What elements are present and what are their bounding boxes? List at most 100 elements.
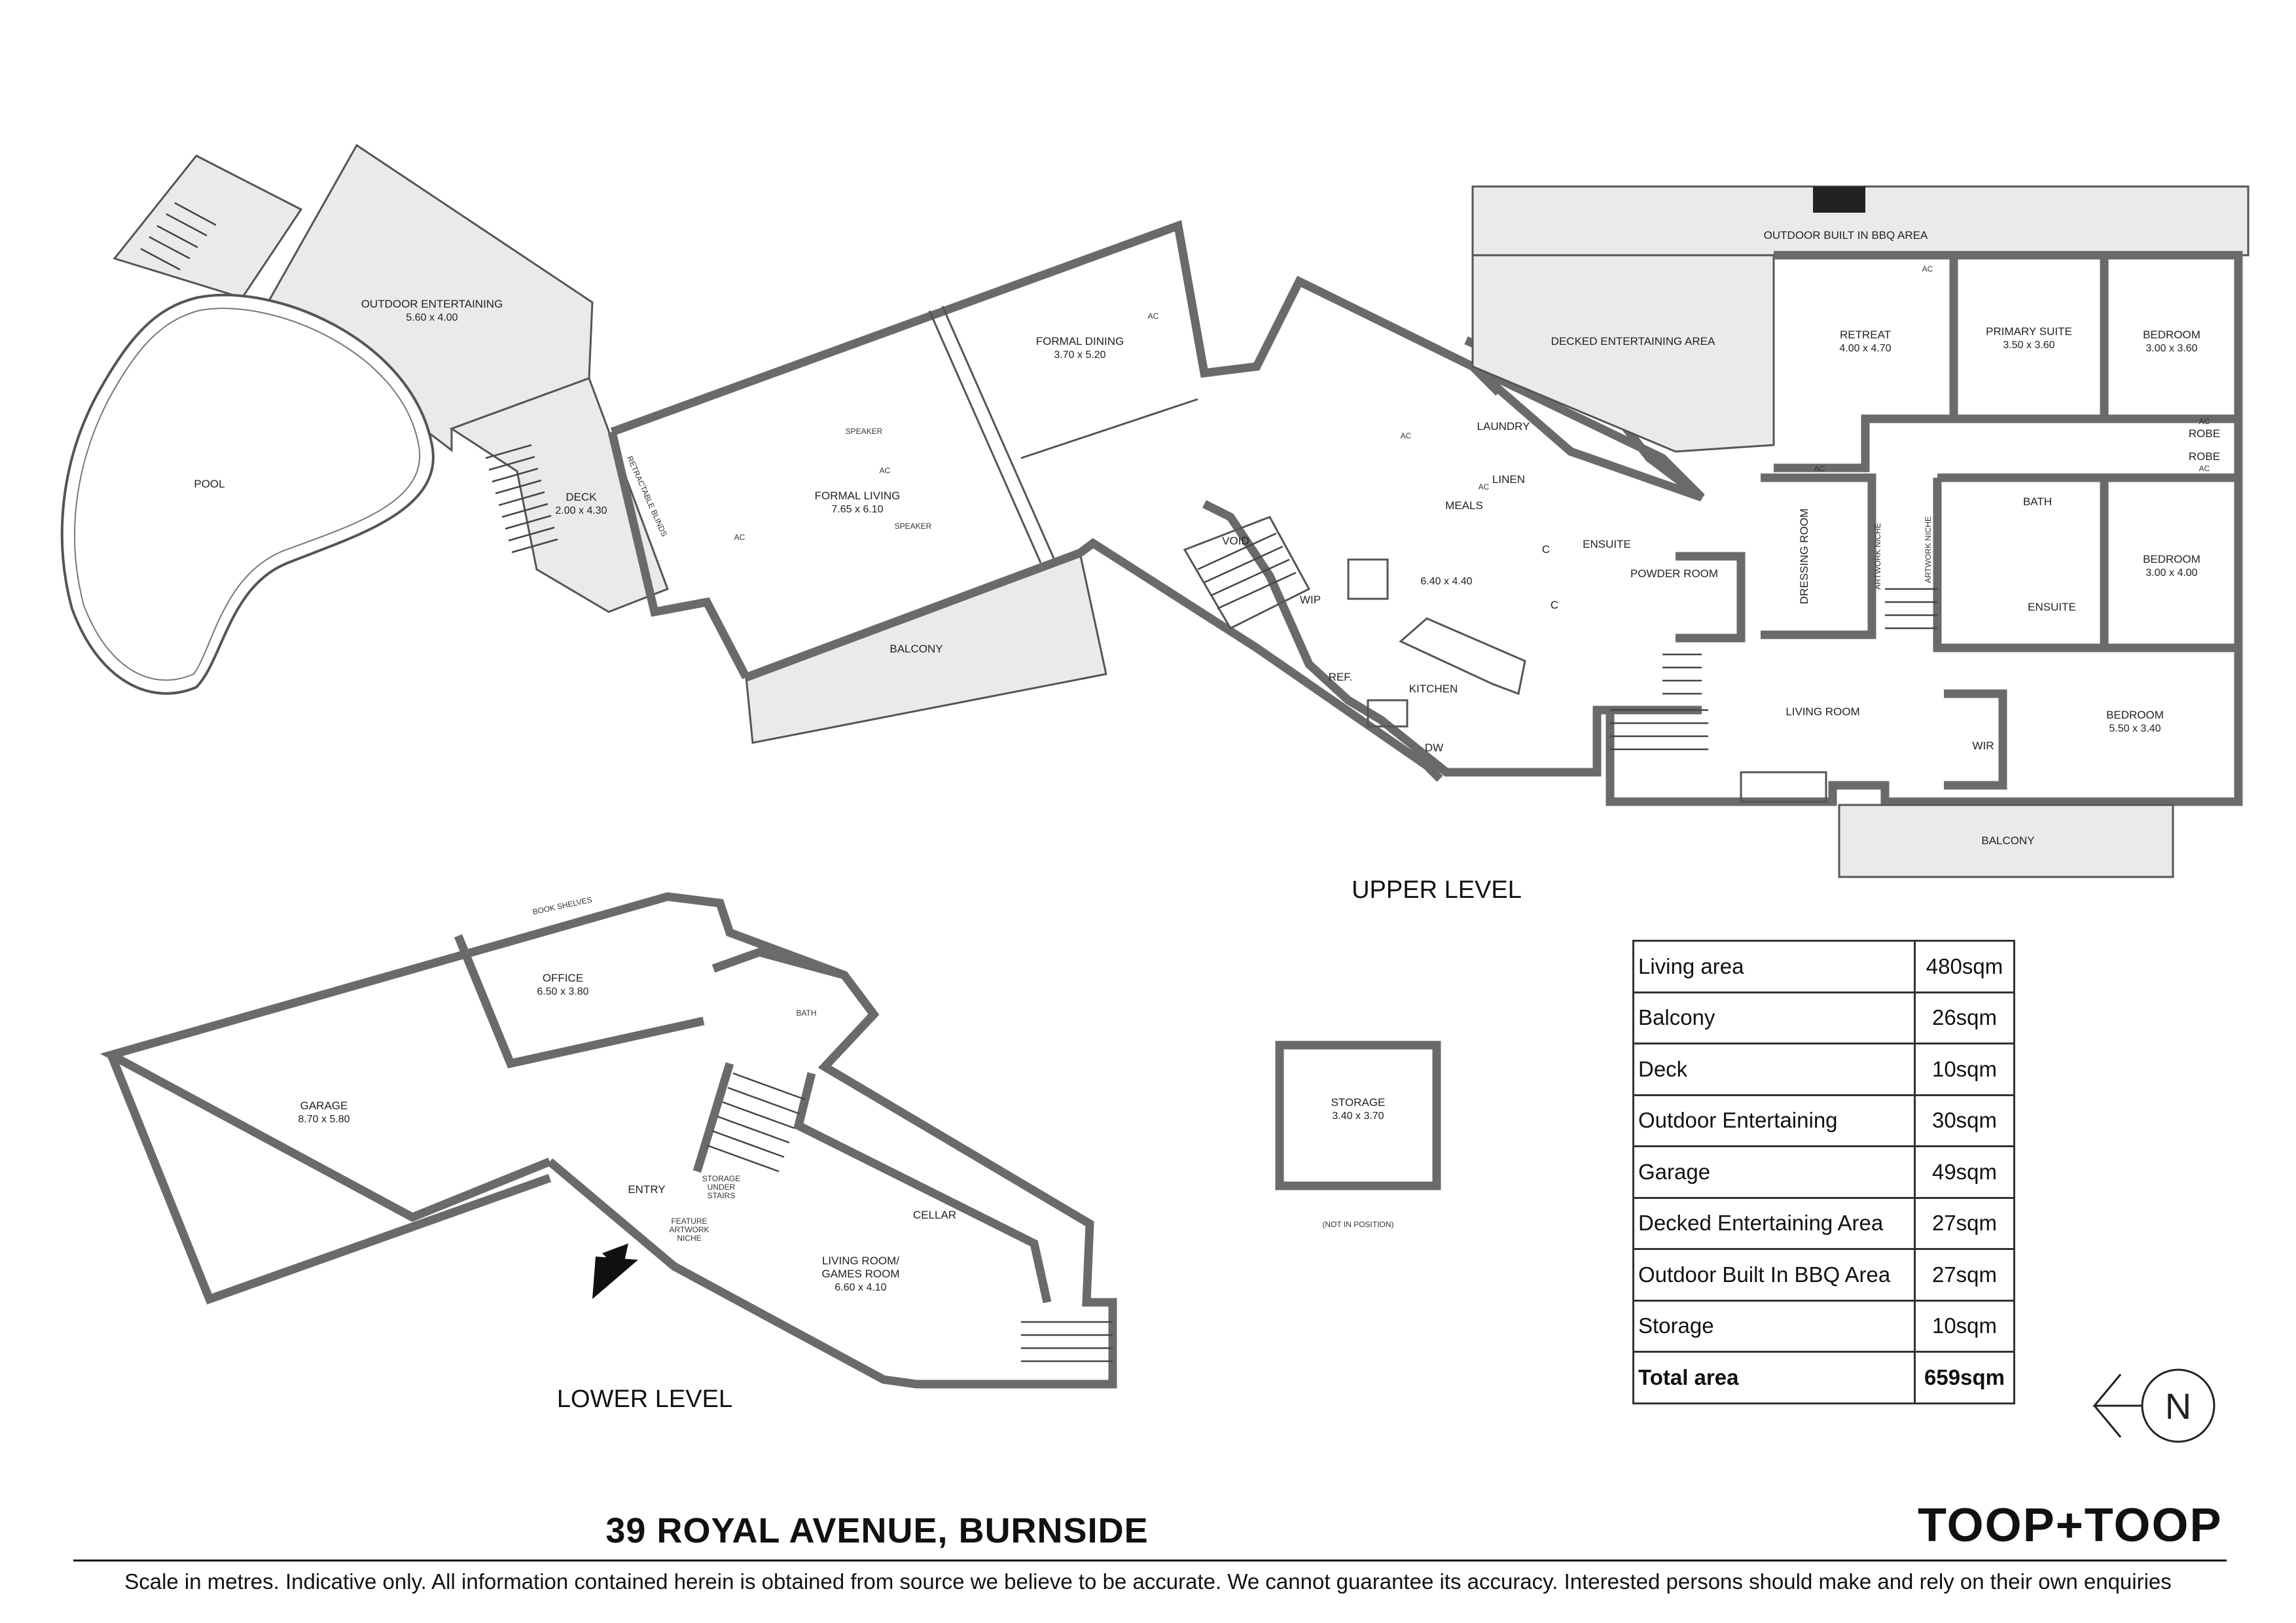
primary-suite-label: PRIMARY SUITE: [1986, 325, 2072, 338]
wir-label: WIR: [1972, 740, 1994, 752]
formal-dining-divider-2: [941, 306, 1055, 559]
dw-label: DW: [1425, 741, 1443, 754]
storage-walls: [1275, 1041, 1441, 1190]
deck-dims: 2.00 x 4.30: [555, 505, 607, 516]
living-games-label-2: GAMES ROOM: [821, 1268, 899, 1280]
area-name: Decked Entertaining Area: [1632, 1196, 1916, 1250]
bedroom-2-dims: 3.00 x 4.00: [2145, 567, 2197, 579]
cellar-label: CELLAR: [913, 1209, 956, 1221]
office-dims: 6.50 x 3.80: [537, 986, 588, 997]
pool-stairs: [140, 202, 217, 271]
area-value: 30sqm: [1914, 1094, 2015, 1147]
lower-bath-label: BATH: [796, 1008, 816, 1018]
area-value: 10sqm: [1914, 1043, 2015, 1096]
robe-1-label: ROBE: [2189, 427, 2220, 440]
area-value: 26sqm: [1914, 991, 2015, 1044]
deck-label: DECK: [565, 491, 597, 503]
balcony-left-label: BALCONY: [889, 643, 942, 655]
area-value: 480sqm: [1914, 940, 2015, 993]
living-room-label: LIVING ROOM: [1785, 705, 1859, 718]
cooktop-icon: [1347, 558, 1389, 600]
linen-label: LINEN: [1492, 473, 1525, 486]
formal-dining-dims: 3.70 x 5.20: [1054, 349, 1105, 361]
outdoor-entertaining-label: OUTDOOR ENTERTAINING: [361, 298, 503, 310]
office-walls: [454, 934, 705, 1069]
void-stairs: [1197, 532, 1297, 610]
speaker-label-2: SPEAKER: [895, 522, 932, 531]
formal-living-label: FORMAL LIVING: [815, 490, 901, 502]
hall-wall: [1774, 414, 2238, 473]
garage-label: GARAGE: [300, 1099, 348, 1112]
area-name: Deck: [1632, 1043, 1916, 1096]
bbq-icon: [1813, 187, 1865, 213]
ensuite-left-label: ENSUITE: [1583, 538, 1631, 550]
formal-living-dims: 7.65 x 6.10: [831, 504, 883, 515]
artwork-niche-label-2: ARTWORK NICHE: [1924, 516, 1933, 583]
bath-ensuite-wall: [1933, 473, 2109, 652]
retreat-label: RETREAT: [1840, 329, 1891, 341]
retreat-dims: 4.00 x 4.70: [1839, 343, 1891, 354]
formal-dining-divider: [928, 310, 1042, 563]
footer-rule: [73, 1560, 2227, 1561]
ac-label-robe-1: AC: [2199, 417, 2210, 426]
entry-label: ENTRY: [628, 1183, 665, 1196]
ac-label-kitchen: AC: [1401, 431, 1412, 440]
living-stairs: [1610, 588, 1937, 751]
area-name: Storage: [1632, 1299, 1916, 1353]
bath-walls: [711, 948, 846, 980]
upper-level-title: UPPER LEVEL: [1352, 876, 1522, 904]
outdoor-entertaining-dims: 5.60 x 4.00: [406, 312, 457, 323]
storage-under-stairs-1: STORAGE: [702, 1174, 740, 1183]
cupboard-2-label: C: [1551, 599, 1558, 611]
dining-sliding-door: [1020, 398, 1198, 459]
speaker-label-1: SPEAKER: [846, 427, 883, 436]
area-name: Balcony: [1632, 991, 1916, 1044]
lower-level-outer-walls: [99, 892, 1117, 1389]
office-label: OFFICE: [543, 972, 583, 984]
ac-label-dressing: AC: [1814, 464, 1825, 473]
cupboard-1-label: C: [1542, 543, 1550, 556]
balcony-right-label: BALCONY: [1981, 834, 2034, 847]
ac-label-living-2: AC: [734, 533, 745, 542]
bedroom-3-label: BEDROOM: [2106, 709, 2164, 721]
ensuite-right-label: ENSUITE: [2028, 601, 2076, 613]
ac-label-living-1: AC: [880, 466, 891, 475]
laundry-label: LAUNDRY: [1477, 420, 1530, 433]
bedroom-2-label: BEDROOM: [2143, 553, 2200, 565]
entry-arrow-tail: [592, 1257, 638, 1299]
formal-dining-label: FORMAL DINING: [1036, 335, 1124, 348]
decked-entertaining-label: DECKED ENTERTAINING AREA: [1551, 335, 1715, 348]
ac-label-robe-2: AC: [2199, 464, 2210, 473]
total-area-value: 659sqm: [1914, 1351, 2015, 1404]
ref-label: REF.: [1329, 671, 1353, 683]
sink-icon: [1367, 699, 1408, 728]
outdoor-bbq-label: OUTDOOR BUILT IN BBQ AREA: [1764, 229, 1928, 241]
garage-west-wall: [107, 1053, 552, 1305]
compass-n: N: [2165, 1385, 2191, 1427]
pool: [60, 293, 435, 695]
formal-living-west-wall: [607, 431, 750, 680]
fireplace: [1740, 771, 1827, 803]
storage-note: (NOT IN POSITION): [1322, 1220, 1393, 1229]
storage-label: STORAGE: [1331, 1096, 1386, 1109]
ac-label-meals: AC: [1479, 482, 1490, 491]
kitchen-label: KITCHEN: [1409, 683, 1458, 695]
pool-stairs-landing: [113, 154, 303, 299]
formal-living-south-wall: [744, 538, 1443, 782]
powder-wall: [1676, 552, 1746, 643]
bath-label: BATH: [2023, 495, 2052, 508]
pool-label: POOL: [194, 478, 224, 490]
formal-living-dining-walls: [610, 220, 1502, 437]
void-stairs-box: [1183, 516, 1311, 630]
area-value: 27sqm: [1914, 1196, 2015, 1250]
compass-arrow-icon: [2092, 1374, 2122, 1407]
ac-label-retreat: AC: [1922, 264, 1933, 274]
garage-dims: 8.70 x 5.80: [298, 1114, 350, 1125]
balcony-right: [1838, 804, 2174, 878]
feature-niche-2: ARTWORK: [669, 1225, 709, 1234]
feature-niche-1: FEATURE: [671, 1217, 707, 1226]
living-games-label-1: LIVING ROOM/: [822, 1255, 899, 1267]
